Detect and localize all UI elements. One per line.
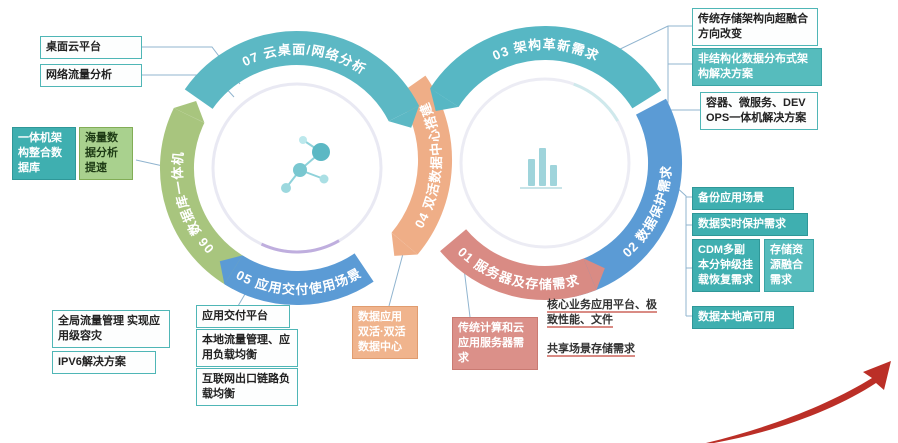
callout-massive-data-analysis: 海量数据分析提速 xyxy=(79,127,133,180)
callout-app-delivery-platform: 应用交付平台 xyxy=(196,305,290,328)
callout-desktop-cloud-platform: 桌面云平台 xyxy=(40,36,142,59)
segment-04-band xyxy=(391,75,452,255)
segment-03-arrow-tip xyxy=(430,88,459,111)
left-ring-purple-accent-arc xyxy=(260,239,340,254)
molecule-network-icon xyxy=(281,136,330,193)
callout-core-business-platform: 核心业务应用平台、极致性能、文件 xyxy=(547,299,657,326)
callout-unstructured-distributed: 非结构化数据分布式架构解决方案 xyxy=(692,48,822,86)
callout-storage-arch-hyperconverged: 传统存储架构向超融合方向改变 xyxy=(692,8,818,46)
callout-global-traffic-management: 全局流量管理 实现应用级容灾 xyxy=(52,310,170,348)
callout-ipv6-solution: IPV6解决方案 xyxy=(52,351,156,374)
callout-realtime-protection: 数据实时保护需求 xyxy=(692,213,808,236)
left-ring: 07 云桌面/网络分析 06 数据库一体机 05 应用交付使用场景 xyxy=(159,30,420,306)
segment-01-arrow-tip xyxy=(583,258,605,290)
callout-internet-link-load-balance: 互联网出口链路负载均衡 xyxy=(196,368,298,406)
callout-network-traffic-analysis: 网络流量分析 xyxy=(40,64,142,87)
callout-all-in-one-architecture: 一体机架构整合数据库 xyxy=(12,127,76,180)
callout-traditional-cloud-server-demand: 传统计算和云应用服务器需求 xyxy=(452,317,538,370)
segment-04-arrow-tip xyxy=(391,232,418,256)
segment-03-architecture-arc: 03 架构革新需求 xyxy=(430,26,662,111)
red-arrow-swoosh xyxy=(706,361,891,443)
segment-06-band xyxy=(159,107,250,290)
segment-07-band xyxy=(184,30,420,122)
callout-dual-active-data-center: 数据应用双活·双活数据中心 xyxy=(352,306,418,359)
callout-local-traffic-load-balance: 本地流量管理、应用负载均衡 xyxy=(196,329,298,367)
callout-local-high-availability: 数据本地高可用 xyxy=(692,306,794,329)
callout-cdm-recovery: CDM多副本分钟级挂载恢复需求 xyxy=(692,239,760,292)
callout-backup-scenario: 备份应用场景 xyxy=(692,187,794,210)
segment-01-server-storage-arc: 01 服务器及存储需求 xyxy=(440,228,605,300)
segment-06-arrow-tip xyxy=(173,101,205,123)
segment-01-band xyxy=(440,228,597,300)
callout-container-microservice-devops: 容器、微服务、DEVOPS一体机解决方案 xyxy=(700,92,818,130)
segment-05-band xyxy=(224,253,374,306)
segment-07-arrow-tip xyxy=(388,105,419,128)
callout-shared-scenario-storage: 共享场景存储需求 xyxy=(547,343,635,355)
callout-storage-resource-fusion: 存储资源融合需求 xyxy=(764,239,814,292)
segment-05-app-delivery-arc: 05 应用交付使用场景 xyxy=(219,253,374,306)
segment-05-arrow-tip xyxy=(219,255,243,285)
segment-03-band xyxy=(430,26,662,109)
right-ring: 03 架构革新需求 02 数据保护需求 01 服务器及存储需求 xyxy=(430,26,682,300)
right-ring-teal-accent-arc xyxy=(573,82,619,122)
bar-chart-icon xyxy=(520,148,562,189)
